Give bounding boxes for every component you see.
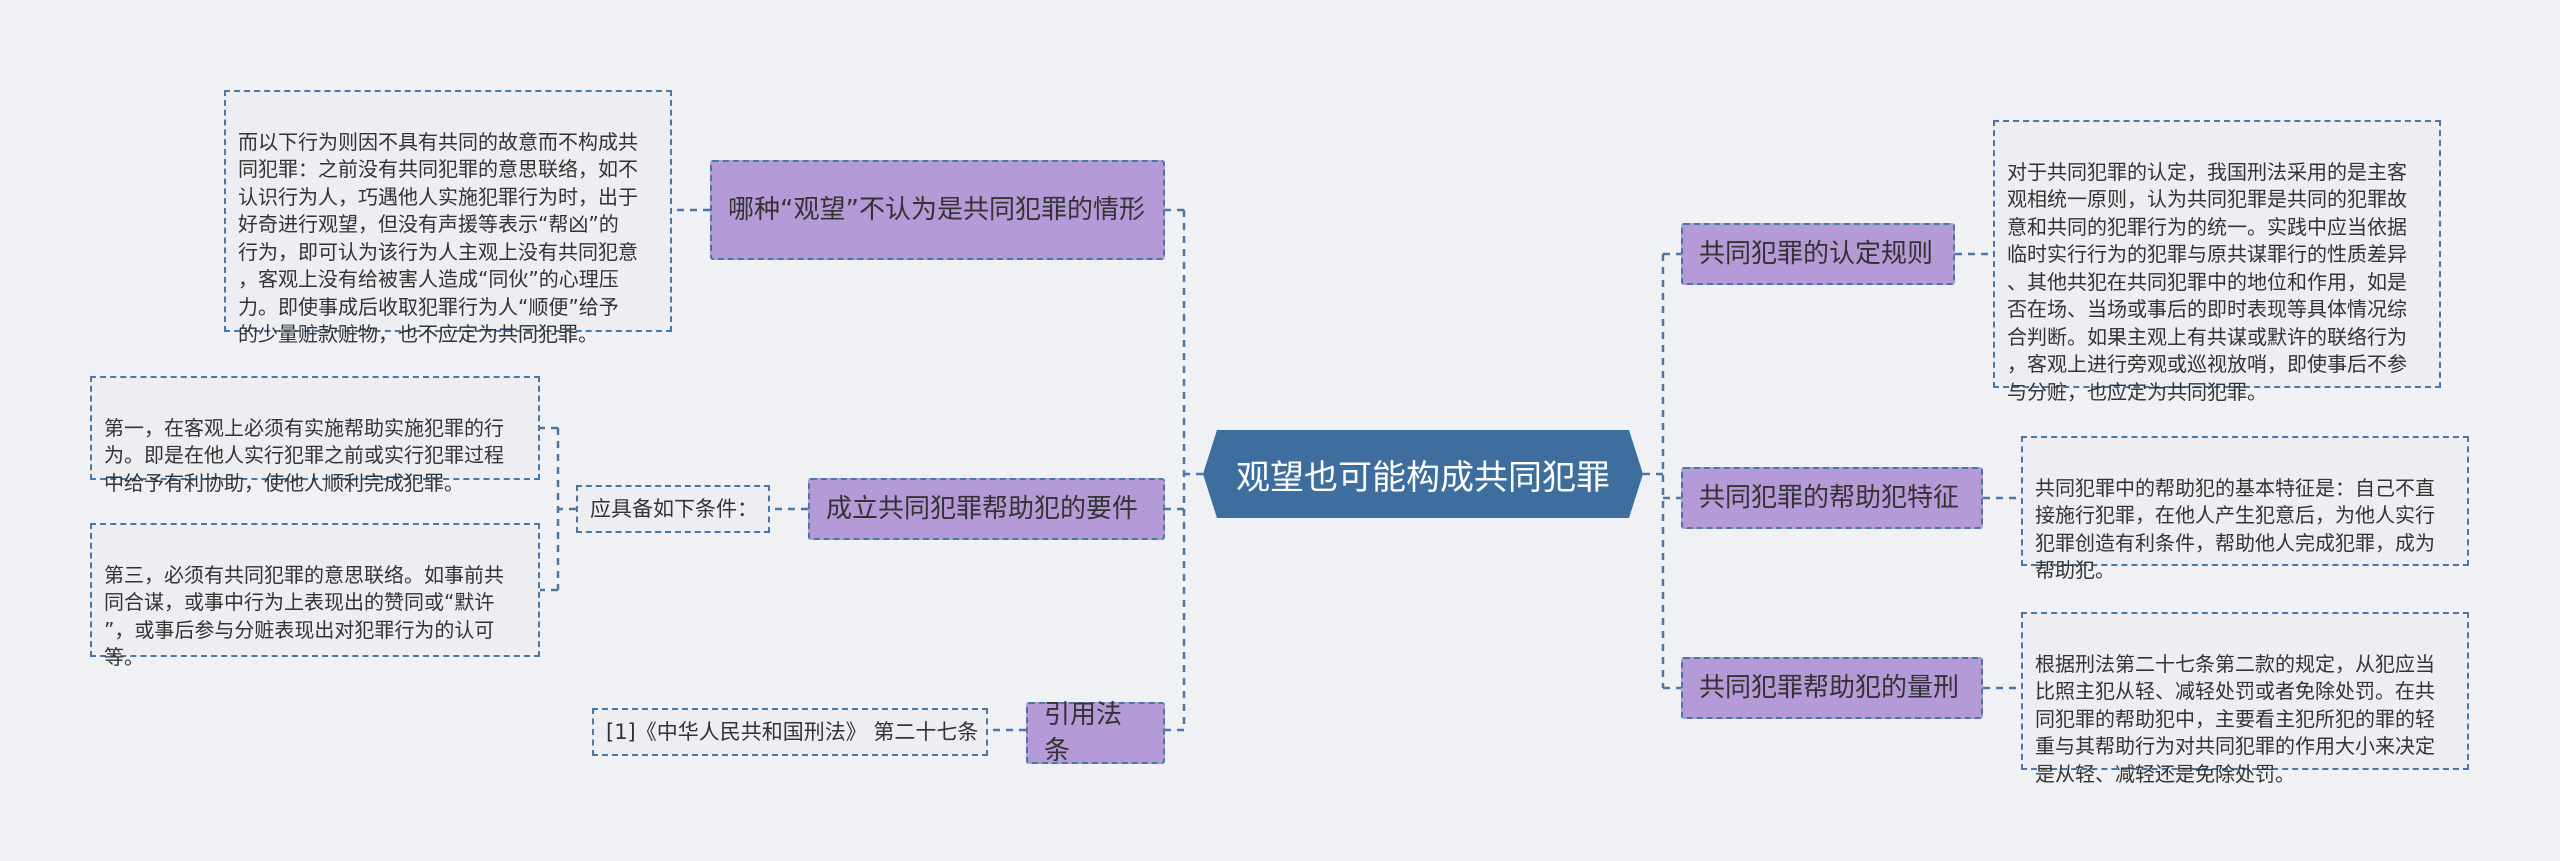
topic-tezheng-label: 共同犯罪的帮助犯特征	[1699, 483, 1960, 513]
detail-yaojian-item-2-text: 第三，必须有共同犯罪的意思联络。如事前共 同合谋，或事中行为上表现出的赞同或“默…	[104, 562, 504, 670]
topic-liangxing-label: 共同犯罪帮助犯的量刑	[1699, 673, 1960, 703]
label-yaojian-conditions[interactable]: 应具备如下条件：	[576, 485, 770, 533]
topic-yaojian[interactable]: 成立共同犯罪帮助犯的要件	[808, 478, 1165, 540]
detail-rending[interactable]: 对于共同犯罪的认定，我国刑法采用的是主客 观相统一原则，认为共同犯罪是共同的犯罪…	[1993, 120, 2441, 404]
detail-liangxing[interactable]: 根据刑法第二十七条第二款的规定，从犯应当 比照主犯从轻、减轻处罚或者免除处罚。在…	[2021, 612, 2469, 786]
detail-tezheng-text: 共同犯罪中的帮助犯的基本特征是：自己不直 接施行犯罪，在他人产生犯意后，为他人实…	[2035, 475, 2435, 583]
detail-liangxing-text: 根据刑法第二十七条第二款的规定，从犯应当 比照主犯从轻、减轻处罚或者免除处罚。在…	[2035, 651, 2435, 786]
topic-guanwang[interactable]: 哪种“观望”不认为是共同犯罪的情形	[710, 160, 1165, 260]
topic-guanwang-label: 哪种“观望”不认为是共同犯罪的情形	[728, 195, 1145, 225]
central-topic[interactable]: 观望也可能构成共同犯罪	[1203, 430, 1643, 518]
detail-rending-text: 对于共同犯罪的认定，我国刑法采用的是主客 观相统一原则，认为共同犯罪是共同的犯罪…	[2007, 159, 2407, 404]
topic-rending[interactable]: 共同犯罪的认定规则	[1681, 223, 1955, 285]
detail-fatiao[interactable]: [1]《中华人民共和国刑法》 第二十七条	[592, 708, 988, 756]
central-topic-title: 观望也可能构成共同犯罪	[1236, 457, 1610, 498]
detail-yaojian-item-2[interactable]: 第三，必须有共同犯罪的意思联络。如事前共 同合谋，或事中行为上表现出的赞同或“默…	[90, 523, 540, 669]
topic-fatiao[interactable]: 引用法条	[1026, 700, 1165, 766]
topic-rending-label: 共同犯罪的认定规则	[1699, 239, 1934, 269]
detail-guanwang[interactable]: 而以下行为则因不具有共同的故意而不构成共 同犯罪：之前没有共同犯罪的意思联络，如…	[224, 90, 672, 346]
detail-tezheng[interactable]: 共同犯罪中的帮助犯的基本特征是：自己不直 接施行犯罪，在他人产生犯意后，为他人实…	[2021, 436, 2469, 582]
topic-tezheng[interactable]: 共同犯罪的帮助犯特征	[1681, 467, 1983, 529]
topic-yaojian-label: 成立共同犯罪帮助犯的要件	[826, 494, 1139, 524]
detail-fatiao-text: [1]《中华人民共和国刑法》 第二十七条	[606, 720, 979, 744]
label-yaojian-conditions-text: 应具备如下条件：	[590, 497, 758, 521]
detail-yaojian-item-1[interactable]: 第一，在客观上必须有实施帮助实施犯罪的行 为。即是在他人实行犯罪之前或实行犯罪过…	[90, 376, 540, 495]
topic-fatiao-label: 引用法条	[1044, 700, 1123, 766]
topic-liangxing[interactable]: 共同犯罪帮助犯的量刑	[1681, 657, 1983, 719]
detail-guanwang-text: 而以下行为则因不具有共同的故意而不构成共 同犯罪：之前没有共同犯罪的意思联络，如…	[238, 129, 638, 347]
detail-yaojian-item-1-text: 第一，在客观上必须有实施帮助实施犯罪的行 为。即是在他人实行犯罪之前或实行犯罪过…	[104, 415, 504, 495]
